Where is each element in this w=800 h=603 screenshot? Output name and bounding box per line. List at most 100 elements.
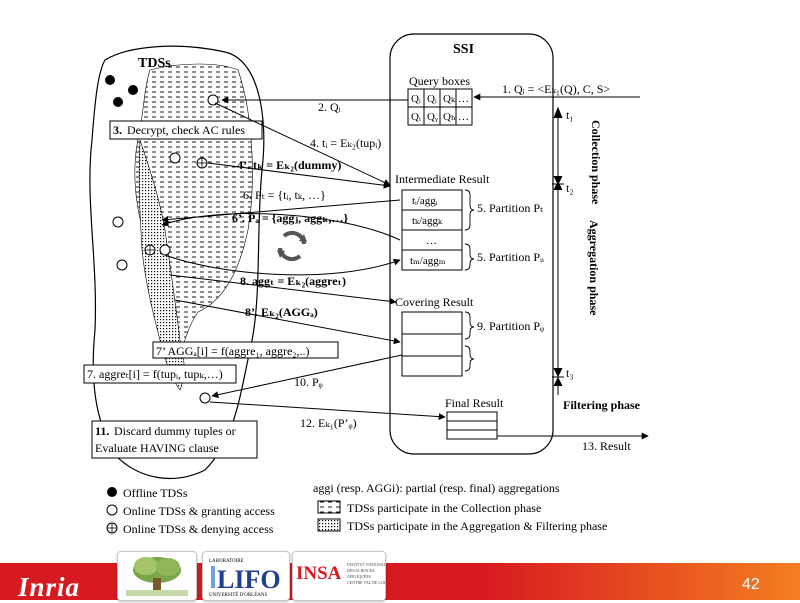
offline-tds-dot: [113, 97, 123, 107]
partition-u-brace: [464, 243, 475, 271]
final-result-table: [446, 411, 498, 440]
tdss-title: TDSs: [138, 56, 171, 71]
step7-box: [83, 364, 237, 384]
query-box-cell: …: [458, 111, 469, 123]
step11-box: [91, 420, 258, 459]
covering-result-label: Covering Result: [395, 295, 474, 309]
final-result-label: Final Result: [445, 396, 504, 410]
svg-text:LABORATOIRE: LABORATOIRE: [209, 559, 244, 564]
step8-label: 8. aggₜ = Eₖ₂(aggreₜ): [240, 274, 346, 288]
ssi-title: SSI: [453, 42, 474, 57]
step2-label: 2. Qᵢ: [318, 100, 341, 114]
step11-line2: Evaluate HAVING clause: [95, 441, 219, 455]
step12-arrow: [209, 401, 446, 421]
step10-arrow: [211, 354, 403, 399]
query-box-cell: Qᵧ: [427, 111, 438, 123]
legend-aggi: aggi (resp. AGGi): partial (resp. final)…: [313, 481, 560, 495]
svg-text:LIFO: LIFO: [217, 565, 281, 594]
step10-label: 10. Pᵩ: [294, 375, 323, 389]
step3-number: 3.: [113, 123, 122, 137]
offline-tds-dot: [128, 85, 138, 95]
partition-t-label: 5. Partition Pₜ: [477, 201, 543, 215]
legend-denying-icon: [106, 522, 118, 534]
step4-arrow: [214, 102, 391, 186]
legend-granting-circle: [106, 504, 118, 516]
timeline-arrow-t3-up: [553, 376, 563, 387]
online-tds-circle: [116, 259, 128, 271]
legend-collection-swatch: [317, 500, 341, 514]
denying-tds-icon: [196, 157, 208, 169]
intermediate-cell: …: [426, 235, 437, 247]
denying-tds-icon: [144, 244, 156, 256]
online-tds-circle: [199, 392, 211, 404]
step3-box: [109, 120, 263, 140]
aggregation-region: [138, 139, 185, 391]
step13-label: 13. Result: [582, 439, 631, 453]
svg-text:DES SCIENCES: DES SCIENCES: [347, 568, 374, 573]
inria-logo: Inria: [18, 572, 81, 602]
tree-logo: [117, 551, 197, 601]
query-box-cell: Qₕ: [443, 111, 456, 123]
step7p-arrow: [174, 299, 401, 345]
timeline-arrow-t2-down: [553, 175, 563, 186]
legend-denying: Online TDSs & denying access: [123, 522, 274, 536]
page-number: 42: [742, 576, 760, 593]
intermediate-result-label: Intermediate Result: [395, 172, 490, 186]
online-tds-circle: [207, 94, 219, 106]
query-box-cell: Qₖ: [443, 93, 456, 105]
step3-label: Decrypt, check AC rules: [127, 123, 245, 137]
svg-text:APPLIQUÉES: APPLIQUÉES: [347, 574, 371, 579]
timeline-t1: t₁: [566, 108, 574, 122]
covering-result-table: [401, 311, 463, 377]
legend-offline-dot: [107, 487, 117, 497]
partition-z-brace: [464, 311, 475, 340]
step7-label: 7. aggreₜ[i] = f(tupᵢ, tupₖ,…): [87, 367, 223, 381]
intermediate-cell: tᵢ/aggᵢ: [412, 195, 438, 207]
svg-text:UNIVERSITÉ D'ORLÉANS: UNIVERSITÉ D'ORLÉANS: [209, 592, 267, 598]
insa-logo: INSA INSTITUT NATIONAL DES SCIENCES APPL…: [292, 551, 386, 601]
step4p-label: 4’. tₖ = Eₖ₂(dummy): [237, 158, 341, 172]
svg-text:INSA: INSA: [296, 563, 342, 584]
step4-arrow-dummy: [207, 162, 391, 189]
partition-z-label: 9. Partition Pᵩ: [477, 319, 544, 333]
intermediate-cell: tₖ/aggₖ: [412, 215, 443, 227]
svg-text:INSTITUT NATIONAL: INSTITUT NATIONAL: [347, 562, 385, 567]
step11-line1: Discard dummy tuples or: [114, 424, 236, 438]
timeline-arrow-t3-down: [553, 367, 563, 378]
query-box-cell: Qᵢ: [411, 111, 421, 123]
query-box-cell: Qᵢ: [427, 93, 437, 105]
step8-arrow: [164, 254, 401, 276]
legend-aggregation-swatch: [317, 518, 341, 532]
step7p-box: [152, 341, 339, 359]
step12-label: 12. Eₖ₁(P’ᵩ): [300, 416, 357, 430]
aggregation-phase-label: Aggregation phase: [587, 220, 601, 316]
step7p-label: 7’ AGGₐ[i] = f(aggre₁, aggre₂,..): [156, 344, 309, 358]
partition-u-label: 5. Partition Pᵤ: [477, 250, 544, 264]
intermediate-cell: tₘ/aggₘ: [410, 255, 446, 267]
aggregation-cycle-icon: [277, 230, 307, 262]
online-tds-circle: [159, 244, 171, 256]
step6-label: 6. Pₜ = {tᵢ, tₖ, …}: [243, 188, 326, 202]
query-boxes-label: Query boxes: [409, 74, 470, 88]
filtering-phase-label: Filtering phase: [563, 398, 641, 412]
legend-aggregation: TDSs participate in the Aggregation & Fi…: [347, 519, 607, 533]
online-tds-circle: [169, 152, 181, 164]
step11-number: 11.: [95, 424, 109, 438]
query-box-cell: …: [458, 93, 469, 105]
offline-tds-dot: [105, 75, 115, 85]
timeline-t3: t₃: [566, 366, 574, 380]
collection-phase-label: Collection phase: [589, 120, 603, 205]
partition-t-brace: [464, 189, 475, 231]
query-box-cell: Qᵢ: [411, 93, 421, 105]
legend-offline: Offline TDSs: [123, 486, 188, 500]
online-tds-circle: [112, 216, 124, 228]
step8p-label: 8’. Eₖ₂(AGGₐ): [245, 305, 318, 319]
partition-z-brace-2: [464, 345, 475, 372]
legend-granting: Online TDSs & granting access: [123, 504, 275, 518]
step6p-label: 6’. Pₐ = {aggⱼ, aggₖ,…}: [232, 211, 348, 225]
legend-collection: TDSs participate in the Collection phase: [347, 501, 541, 515]
timeline-arrow-top: [553, 106, 563, 119]
step8p-arrow: [169, 274, 397, 305]
lifo-logo: LABORATOIRE LIFO UNIVERSITÉ D'ORLÉANS: [202, 551, 290, 601]
